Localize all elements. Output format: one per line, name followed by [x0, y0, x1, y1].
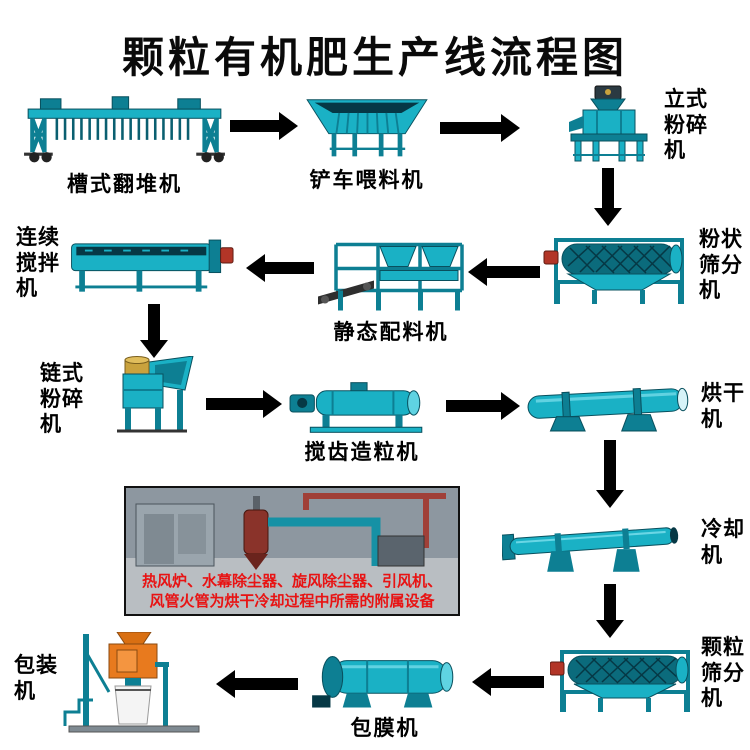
packing-machine-image	[58, 632, 210, 736]
arrow-powder-screener-to-batcher	[468, 258, 540, 286]
arrow-mixer-to-chain-crusher	[140, 304, 168, 358]
packing-machine-label: 包装机	[14, 652, 58, 703]
tooth-granulator-image	[286, 382, 438, 434]
arrow-batcher-to-mixer	[246, 254, 314, 282]
tooth-granulator-illustration	[289, 382, 423, 433]
arrow-turner-to-feeder	[230, 112, 298, 140]
arrow-chain-crusher-to-granulator	[206, 390, 282, 418]
vertical-crusher-label: 立式粉碎机	[664, 86, 708, 163]
auxiliary-equipment-illustration	[126, 488, 458, 614]
auxiliary-caption: 热风炉、水幕除尘器、旋风除尘器、引风机、 风管火管为烘干冷却过程中所需的附属设备	[126, 572, 458, 611]
granule-screener-label: 颗粒筛分机	[701, 634, 745, 711]
dryer-image	[524, 378, 692, 434]
trough-turner-image	[22, 88, 227, 166]
trough-turner-label: 槽式翻堆机	[67, 171, 182, 196]
arrow-feeder-to-crusher	[440, 114, 520, 142]
static-batcher-label: 静态配料机	[333, 319, 449, 344]
vertical-crusher-image	[558, 84, 660, 164]
arrow-granule-screener-to-coating	[472, 668, 544, 696]
dryer-illustration	[527, 387, 689, 432]
arrow-crusher-to-powder-screener	[594, 168, 622, 226]
auxiliary-caption-line2: 风管火管为烘干冷却过程中所需的附属设备	[149, 591, 435, 610]
loader-feeder-illustration	[306, 99, 428, 157]
powder-screener-label: 粉状筛分机	[699, 226, 743, 303]
cooler-illustration	[502, 527, 679, 572]
powder-screener-illustration	[543, 238, 684, 304]
chain-crusher-label: 链式粉碎机	[40, 360, 84, 437]
auxiliary-equipment-photo: 热风炉、水幕除尘器、旋风除尘器、引风机、 风管火管为烘干冷却过程中所需的附属设备	[124, 486, 460, 616]
granule-screener-illustration	[550, 650, 690, 712]
static-batcher-illustration	[318, 242, 464, 311]
page-title: 颗粒有机肥生产线流程图	[121, 33, 628, 82]
continuous-mixer-label: 连续搅拌机	[16, 224, 60, 301]
continuous-mixer-illustration	[71, 239, 234, 292]
dryer-label: 烘干机	[701, 380, 745, 431]
coating-machine-image	[306, 650, 464, 710]
trough-turner-illustration	[24, 96, 225, 163]
arrow-dryer-to-cooler	[596, 440, 624, 508]
loader-feeder-image	[298, 96, 436, 162]
continuous-mixer-image	[62, 226, 234, 300]
auxiliary-caption-line1: 热风炉、水幕除尘器、旋风除尘器、引风机、	[141, 572, 442, 590]
packing-machine-illustration	[63, 632, 200, 733]
cooler-label: 冷却机	[701, 516, 745, 567]
arrow-coating-to-packing	[216, 670, 298, 698]
chain-crusher-image	[98, 356, 200, 436]
loader-feeder-label: 铲车喂料机	[309, 167, 425, 192]
arrow-cooler-to-granule-screener	[596, 584, 624, 638]
coating-machine-label: 包膜机	[350, 715, 420, 740]
cooler-image	[502, 514, 692, 576]
coating-machine-illustration	[312, 656, 454, 708]
vertical-crusher-illustration	[569, 85, 648, 162]
static-batcher-image	[316, 238, 466, 314]
tooth-granulator-label: 搅齿造粒机	[304, 439, 420, 464]
granule-screener-image	[550, 640, 700, 714]
arrow-granulator-to-dryer	[446, 392, 520, 420]
chain-crusher-illustration	[117, 356, 194, 433]
powder-screener-image	[543, 226, 695, 306]
